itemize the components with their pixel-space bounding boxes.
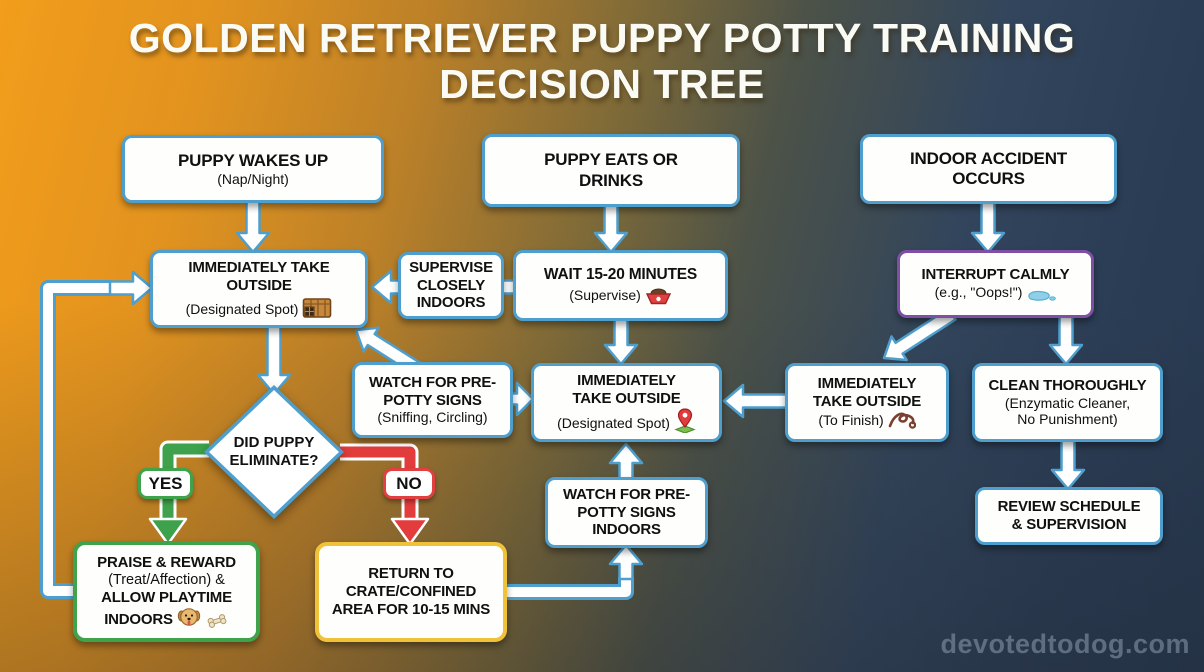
decision-label: DID PUPPY ELIMINATE? (229, 434, 319, 469)
node-title: & SUPERVISION (1011, 516, 1127, 533)
node-clean-thoroughly: CLEAN THOROUGHLY (Enzymatic Cleaner, No … (972, 363, 1163, 442)
node-subtitle: (Designated Spot) (186, 295, 333, 319)
node-title: SUPERVISE CLOSELY INDOORS (409, 258, 493, 312)
node-take-outside-to-finish: IMMEDIATELY TAKE OUTSIDE (To Finish) (785, 363, 949, 442)
node-subtitle: (Designated Spot) (557, 407, 696, 434)
node-title: CRATE/CONFINED (345, 583, 477, 601)
node-title: IMMEDIATELY (817, 374, 917, 392)
node-title: WATCH FOR PRE-POTTY SIGNS (369, 374, 496, 409)
node-praise-and-reward: PRAISE & REWARD (Treat/Affection) & ALLO… (73, 541, 260, 642)
node-review-schedule: REVIEW SCHEDULE & SUPERVISION (975, 487, 1163, 545)
node-indoor-accident-occurs: INDOOR ACCIDENT OCCURS (860, 134, 1117, 204)
node-interrupt-calmly: INTERRUPT CALMLY (e.g., "Oops!") (897, 250, 1094, 318)
puddle-icon (1028, 290, 1057, 301)
node-subtitle: (Treat/Affection) & (108, 571, 225, 588)
node-watch-pre-potty-signs-indoors: WATCH FOR PRE-POTTY SIGNS INDOORS (545, 477, 708, 548)
decision-did-puppy-eliminate: DID PUPPY ELIMINATE? (204, 385, 344, 519)
node-title: OUTSIDE (226, 277, 292, 294)
food-bowl-icon (645, 288, 671, 304)
node-title: RETURN TO (368, 565, 454, 583)
crate-icon (303, 297, 332, 318)
node-subtitle: (Enzymatic Cleaner, (1004, 394, 1131, 411)
node-title: INDOOR ACCIDENT (910, 148, 1067, 168)
bone-icon (207, 613, 227, 628)
page-title: GOLDEN RETRIEVER PUPPY POTTY TRAINING DE… (0, 15, 1204, 108)
node-subtitle: (Sniffing, Circling) (377, 409, 488, 426)
dog-icon (177, 607, 200, 626)
node-title: IMMEDIATELY TAKE (188, 259, 330, 277)
node-title: AREA FOR 10-15 MINS (331, 600, 491, 618)
node-title: TAKE OUTSIDE (812, 392, 922, 410)
node-title: PUPPY EATS OR (544, 150, 678, 170)
page-title-line2: DECISION TREE (439, 60, 765, 107)
node-title: INTERRUPT CALMLY (921, 266, 1070, 284)
node-title: WAIT 15-20 MINUTES (543, 266, 698, 284)
node-take-outside-main: IMMEDIATELY TAKE OUTSIDE (Designated Spo… (531, 363, 722, 442)
node-return-to-crate: RETURN TO CRATE/CONFINED AREA FOR 10-15 … (315, 542, 507, 642)
location-pin-icon (674, 408, 696, 434)
node-title: TAKE OUTSIDE (572, 389, 681, 407)
node-title: INDOORS (104, 607, 229, 629)
node-watch-pre-potty-signs: WATCH FOR PRE-POTTY SIGNS (Sniffing, Cir… (352, 362, 513, 438)
node-title: OCCURS (952, 169, 1025, 188)
page-title-line1: GOLDEN RETRIEVER PUPPY POTTY TRAINING (128, 15, 1076, 61)
node-subtitle: (To Finish) (818, 410, 916, 430)
node-puppy-eats-or-drinks: PUPPY EATS OR DRINKS (482, 134, 740, 207)
node-title: IMMEDIATELY (577, 371, 676, 389)
yes-badge: YES (138, 468, 193, 499)
node-title: WATCH FOR PRE-POTTY SIGNS INDOORS (563, 485, 690, 539)
node-wait-15-20-minutes: WAIT 15-20 MINUTES (Supervise) (513, 250, 728, 321)
node-subtitle: (e.g., "Oops!") (935, 284, 1057, 302)
node-title: CLEAN THOROUGHLY (988, 377, 1147, 395)
no-badge: NO (383, 468, 435, 499)
node-take-outside-after-wake: IMMEDIATELY TAKE OUTSIDE (Designated Spo… (150, 250, 368, 328)
node-subtitle: No Punishment) (1017, 411, 1118, 428)
node-title: PUPPY WAKES UP (178, 150, 328, 170)
node-title: PRAISE & REWARD (97, 554, 236, 572)
node-subtitle: (Nap/Night) (217, 170, 289, 187)
node-title: DRINKS (579, 170, 643, 190)
node-title: ALLOW PLAYTIME (101, 589, 232, 607)
node-title: REVIEW SCHEDULE (997, 498, 1141, 516)
node-puppy-wakes-up: PUPPY WAKES UP (Nap/Night) (122, 135, 384, 203)
leash-icon (888, 412, 916, 429)
node-subtitle: (Supervise) (569, 285, 672, 305)
watermark: devotedtodog.com (940, 629, 1190, 659)
node-supervise-closely-indoors: SUPERVISE CLOSELY INDOORS (398, 252, 504, 319)
